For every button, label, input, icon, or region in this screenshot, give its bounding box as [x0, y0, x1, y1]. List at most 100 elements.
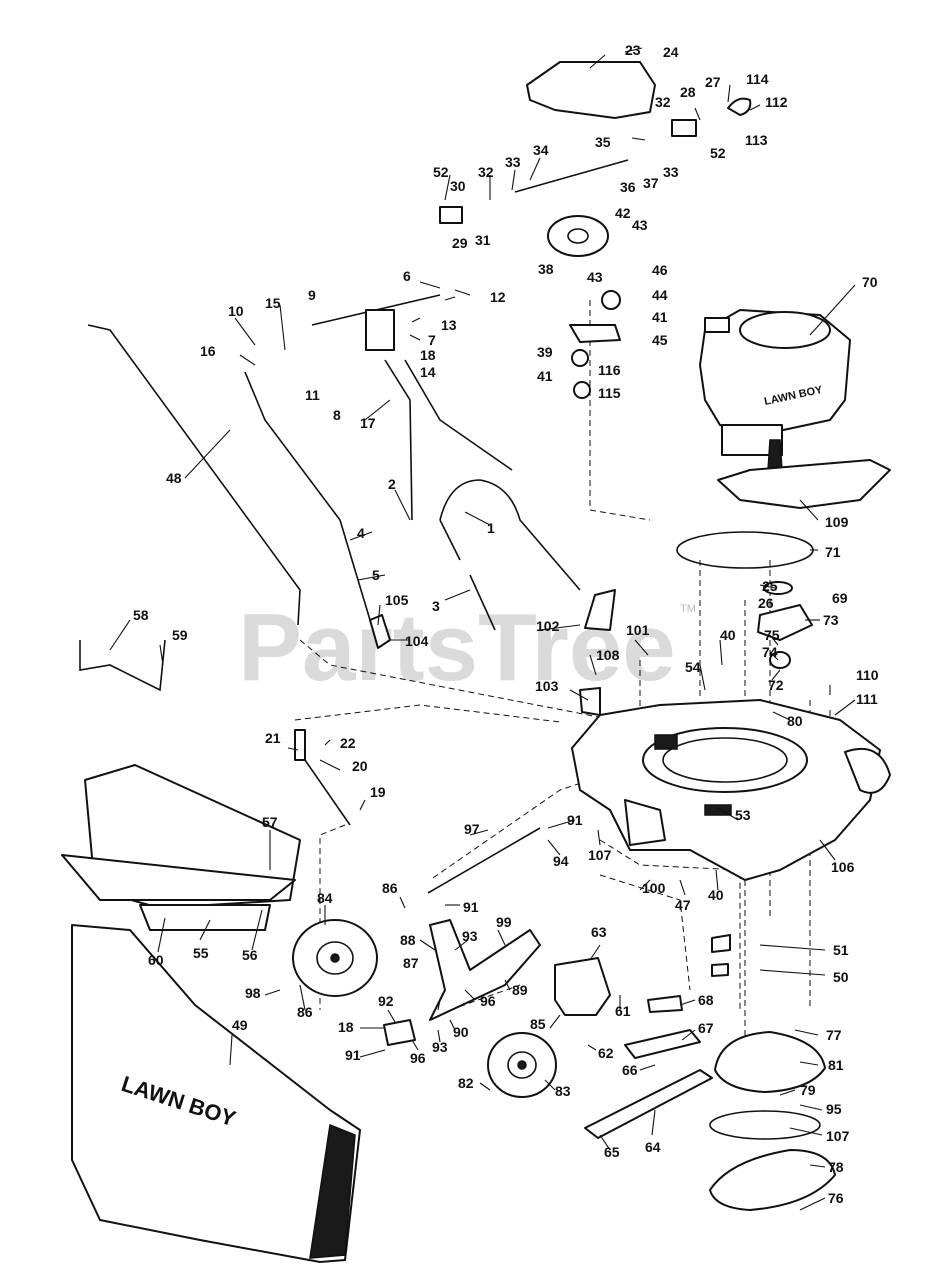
- callout-41a: 41: [652, 309, 668, 325]
- callout-1: 1: [487, 520, 495, 536]
- bag-bracket: [79, 639, 166, 692]
- baffle: [717, 459, 891, 509]
- callout-38: 38: [538, 261, 554, 277]
- pulley-bearing: [757, 604, 813, 641]
- callout-9: 9: [308, 287, 316, 303]
- callout-104: 104: [405, 633, 429, 649]
- callout-12: 12: [490, 289, 506, 305]
- callout-45: 45: [652, 332, 668, 348]
- callout-14: 14: [420, 364, 436, 380]
- callout-11: 11: [305, 387, 320, 403]
- callout-13: 13: [441, 317, 457, 333]
- gear-case: [554, 957, 611, 1016]
- callout-96a: 96: [480, 993, 496, 1009]
- callout-95: 95: [826, 1101, 842, 1117]
- callout-68: 68: [698, 992, 714, 1008]
- blade-stiffener: [647, 995, 683, 1013]
- callout-85: 85: [530, 1016, 546, 1032]
- callout-31: 31: [475, 232, 491, 248]
- handle-assembly: [311, 294, 581, 631]
- callout-48: 48: [166, 470, 182, 486]
- callout-102: 102: [536, 618, 560, 634]
- callout-77: 77: [826, 1027, 842, 1043]
- callout-100: 100: [642, 880, 666, 896]
- callout-49: 49: [232, 1017, 248, 1033]
- callout-89: 89: [512, 982, 528, 998]
- small-hardware: [294, 97, 752, 1046]
- callout-83: 83: [555, 1083, 571, 1099]
- callout-91c: 91: [345, 1047, 361, 1063]
- callout-67: 67: [698, 1020, 714, 1036]
- callout-116: 116: [598, 362, 621, 378]
- callout-10: 10: [228, 303, 244, 319]
- callout-57: 57: [262, 814, 278, 830]
- callout-93b: 93: [432, 1039, 448, 1055]
- callout-76: 76: [828, 1190, 844, 1206]
- callout-24: 24: [663, 44, 679, 60]
- callout-25: 25: [762, 578, 778, 594]
- callout-72: 72: [768, 677, 784, 693]
- callout-90: 90: [453, 1024, 469, 1040]
- callout-61: 61: [615, 1003, 631, 1019]
- callout-108: 108: [596, 647, 620, 663]
- callout-69: 69: [832, 590, 848, 606]
- callout-5: 5: [372, 567, 380, 583]
- callout-3: 3: [432, 598, 440, 614]
- drive-pulley: [547, 215, 609, 257]
- callout-7: 7: [428, 332, 436, 348]
- callout-40a: 40: [720, 627, 736, 643]
- callout-36: 36: [620, 179, 636, 195]
- callout-62: 62: [598, 1045, 614, 1061]
- callout-44: 44: [652, 287, 668, 303]
- front-wheel: [487, 1032, 557, 1098]
- callout-74: 74: [762, 644, 778, 660]
- callout-87: 87: [403, 955, 419, 971]
- callout-99: 99: [496, 914, 512, 930]
- callout-2: 2: [388, 476, 396, 492]
- callout-114: 114: [746, 71, 769, 87]
- callout-15: 15: [265, 295, 281, 311]
- callout-30: 30: [450, 178, 466, 194]
- callout-107b: 107: [826, 1128, 850, 1144]
- callout-17: 17: [360, 415, 376, 431]
- drive-housing-cover: [526, 61, 656, 119]
- callout-42: 42: [615, 205, 631, 221]
- callout-109: 109: [825, 514, 849, 530]
- callout-47: 47: [675, 897, 691, 913]
- drive-shaft: [514, 159, 629, 193]
- callout-29: 29: [452, 235, 468, 251]
- callout-56: 56: [242, 947, 258, 963]
- watermark-trademark: TM: [680, 603, 696, 615]
- callout-82: 82: [458, 1075, 474, 1091]
- callout-110: 110: [856, 667, 879, 683]
- callout-33a: 33: [505, 154, 521, 170]
- callout-63: 63: [591, 924, 607, 940]
- o-ring: [709, 1110, 821, 1140]
- callout-50: 50: [833, 969, 849, 985]
- callout-92: 92: [378, 993, 394, 1009]
- callout-58: 58: [133, 607, 149, 623]
- clutch-rod: [244, 371, 371, 621]
- callout-105: 105: [385, 592, 409, 608]
- callout-60: 60: [148, 952, 164, 968]
- callout-65: 65: [604, 1144, 620, 1160]
- callout-53: 53: [735, 807, 751, 823]
- drive-belt: [676, 531, 814, 569]
- callout-107a: 107: [588, 847, 612, 863]
- callout-18a: 18: [420, 347, 436, 363]
- mower-deck-housing: [571, 699, 891, 881]
- callout-32a: 32: [655, 94, 671, 110]
- callout-115: 115: [598, 385, 621, 401]
- callout-40b: 40: [708, 887, 724, 903]
- callout-43a: 43: [632, 217, 648, 233]
- callout-103: 103: [535, 678, 559, 694]
- callout-66: 66: [622, 1062, 638, 1078]
- callout-84: 84: [317, 890, 333, 906]
- callout-113: 113: [745, 132, 768, 148]
- impeller: [714, 1031, 826, 1093]
- callout-64: 64: [645, 1139, 661, 1155]
- callout-34: 34: [533, 142, 549, 158]
- callout-39: 39: [537, 344, 553, 360]
- callout-111: 111: [856, 691, 878, 707]
